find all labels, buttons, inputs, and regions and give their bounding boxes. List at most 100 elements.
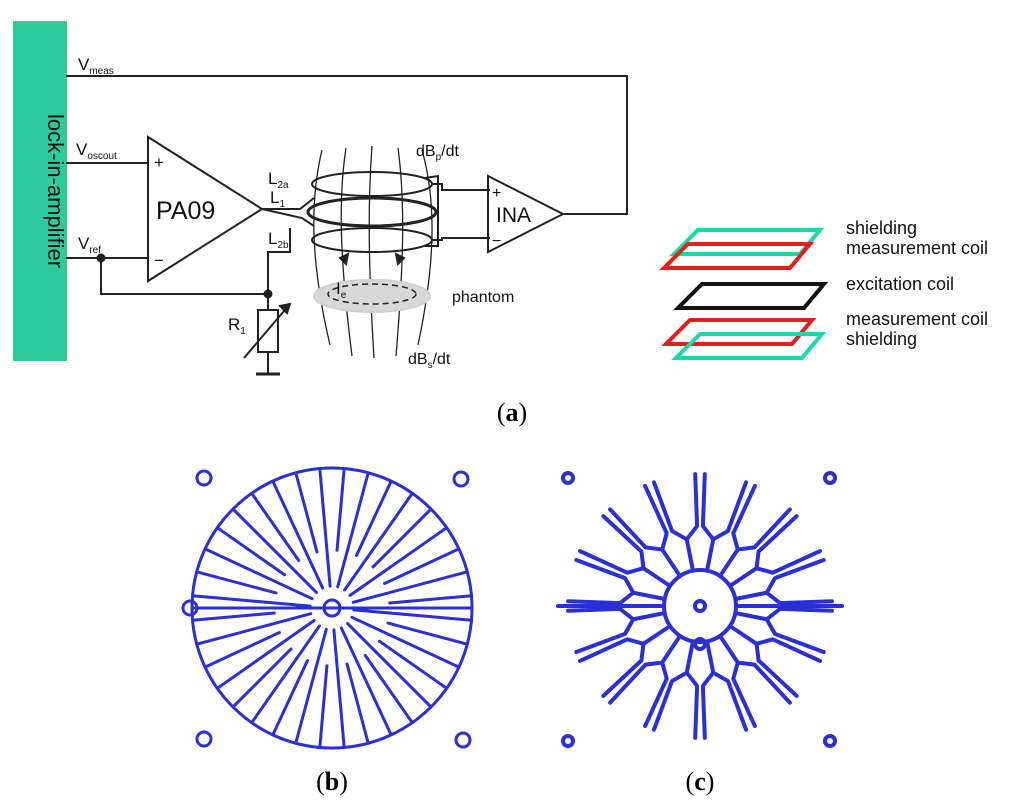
ina-amplifier <box>487 174 566 254</box>
coil-c-trunk <box>705 639 716 675</box>
coil-c-trunk <box>727 566 759 588</box>
coil-c-lower-pad <box>693 637 707 651</box>
flux-secondary-label: dBs/dt <box>408 351 451 371</box>
caption-b: (b) <box>316 767 348 796</box>
coil-l2a <box>311 171 433 197</box>
v-meas-label: Vmeas <box>78 55 114 77</box>
coil-c-trunk <box>705 537 716 573</box>
coil-b-spoke <box>203 631 281 669</box>
v-oscout-label: Voscout <box>76 140 117 162</box>
coil-c-branch <box>711 480 749 542</box>
r1-label: R1 <box>228 315 246 337</box>
coil-c-trunk <box>631 611 667 622</box>
coil-b-spoke <box>294 471 319 554</box>
coil-c-branch <box>651 480 689 542</box>
pa09-amplifier <box>147 135 264 283</box>
coil-c-trunk <box>727 624 759 646</box>
mounting-hole <box>561 734 575 748</box>
flux-primary-label: dBp/dt <box>416 143 459 163</box>
eddy-current-loop <box>327 283 417 305</box>
r1-variable-arrow <box>243 303 291 359</box>
coil-b-spoke <box>215 526 286 577</box>
coil-b-spoke <box>318 664 329 749</box>
layer-excitation <box>673 282 829 310</box>
coil-l1-label: L1 <box>270 188 285 210</box>
coil-c-branch <box>754 637 823 663</box>
field-line <box>395 147 404 357</box>
coil-b-spoke <box>388 594 473 605</box>
circuit-diagram <box>13 21 628 376</box>
coil-c-branch <box>735 660 792 705</box>
coil-c-branch <box>711 670 749 732</box>
coil-b-spoke <box>195 570 278 595</box>
coil-c-branch <box>574 557 636 595</box>
coil-c-trunk <box>660 547 682 579</box>
coil-c-branch <box>764 557 826 595</box>
coil-b-spoke <box>343 491 414 592</box>
coil-c-branch <box>643 660 669 729</box>
coil-c-branch <box>577 637 646 663</box>
coil-c-branch <box>608 660 665 705</box>
coil-b-spoke <box>250 624 321 725</box>
field-line <box>340 147 353 357</box>
coil-b-spoke <box>191 594 312 608</box>
phantom-disk <box>313 279 431 313</box>
coil-b-spoke <box>336 471 370 589</box>
field-line <box>417 149 433 346</box>
coil-c-branch <box>754 514 799 571</box>
ref-feedback-wire <box>100 228 291 295</box>
mounting-hole <box>195 730 213 748</box>
coil-c-branch <box>731 660 757 729</box>
pa09-minus: − <box>154 251 164 270</box>
coil-b-spoke <box>346 622 433 709</box>
phantom-label: phantom <box>452 289 514 306</box>
mounting-hole <box>454 731 472 749</box>
coil-b-spoke <box>191 611 276 622</box>
coil-c-branch <box>577 549 646 575</box>
coil-b-spoke <box>294 627 328 745</box>
label-shielding-bottom: shielding <box>846 329 917 349</box>
coil-b-spoke <box>352 608 473 622</box>
coil-b-spoke <box>215 619 316 690</box>
coil-c-branch <box>764 590 834 606</box>
coil-c-branch <box>643 483 669 552</box>
coil-b-spoke <box>363 654 414 725</box>
v-meas-wire <box>66 75 628 215</box>
eddy-arrow-2 <box>338 252 350 267</box>
amplifier-label: lock-in-amplifier <box>43 114 68 268</box>
coil-c-branch <box>601 641 646 698</box>
coil-b-spoke <box>318 467 332 588</box>
label-shielding-top: shielding <box>846 218 917 238</box>
mounting-hole <box>561 471 575 485</box>
coil-c-center-pad <box>693 599 707 613</box>
coil-c-trunk <box>718 633 740 665</box>
field-line <box>368 145 375 359</box>
label-measurement-bottom: measurement coil <box>846 309 988 329</box>
radial-comb-coil <box>181 466 474 750</box>
ina-plus: + <box>492 185 501 202</box>
coil-b-spoke <box>250 491 301 562</box>
coil-c-branch <box>735 507 792 552</box>
coil-b-spoke <box>378 639 449 690</box>
coil-b-spoke <box>332 628 346 749</box>
coil-l1 <box>306 196 438 228</box>
branched-coil <box>556 471 844 748</box>
v-ref-label: Vref <box>78 234 101 256</box>
mounting-hole <box>452 470 470 488</box>
coil-c-trunk <box>641 566 673 588</box>
layer-measurement-top <box>659 242 815 270</box>
coil-b-spoke <box>350 615 461 669</box>
coil-c-trunk <box>684 639 695 675</box>
coil-b-spoke <box>383 547 461 585</box>
l2b-wire <box>432 237 490 241</box>
eddy-arrow <box>394 252 406 267</box>
coil-b-left-pad <box>181 599 199 617</box>
ina-minus: − <box>492 233 501 250</box>
label-measurement-top: measurement coil <box>846 238 988 258</box>
coil-b-spoke <box>231 507 318 594</box>
mounting-hole <box>195 469 213 487</box>
coil-b-spoke <box>348 526 449 597</box>
coil-c-branch <box>754 641 799 698</box>
coil-c-branch <box>754 549 823 575</box>
